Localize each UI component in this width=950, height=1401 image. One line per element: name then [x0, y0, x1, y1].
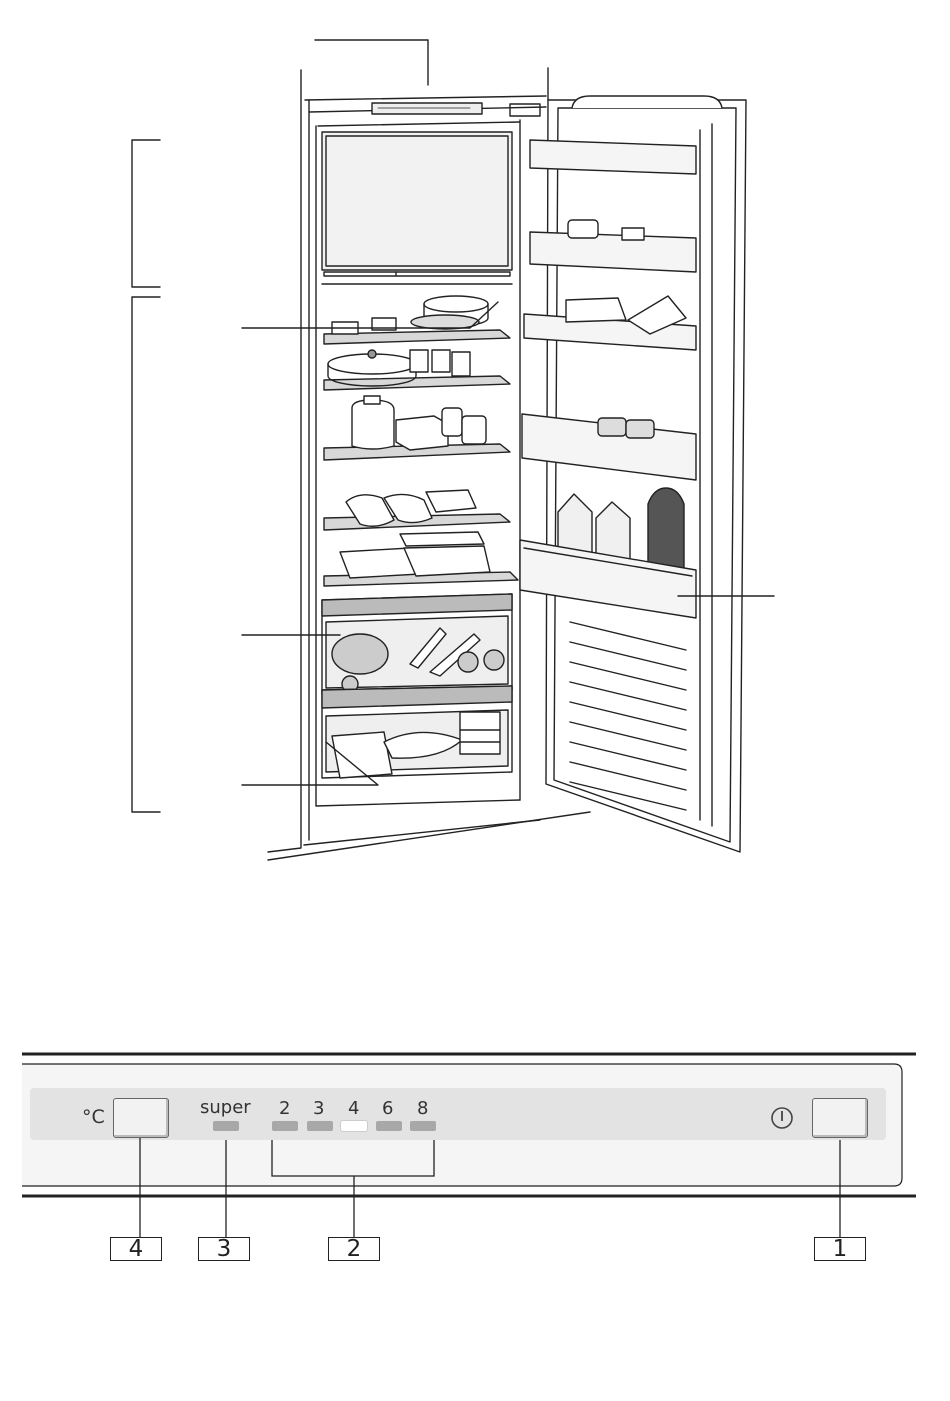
cabinet-floor	[268, 812, 590, 860]
crisper-drawer-lower	[322, 686, 512, 778]
control-strip	[372, 103, 482, 114]
super-indicator	[213, 1121, 239, 1131]
cabinet-side-left	[268, 70, 301, 852]
setting-digit-2: 2	[279, 1098, 290, 1119]
setting-indicator-4	[341, 1121, 367, 1131]
setting-digit-4: 4	[348, 1098, 359, 1119]
fridge-door	[520, 96, 746, 852]
temperature-button[interactable]	[113, 1098, 169, 1138]
power-button[interactable]	[812, 1098, 868, 1138]
food-shelf-5	[340, 532, 490, 578]
door-shelf-1	[530, 140, 696, 174]
setting-indicator-3	[307, 1121, 333, 1131]
setting-indicator-8	[410, 1121, 436, 1131]
super-label: super	[200, 1097, 251, 1118]
callout-4: 4	[110, 1237, 162, 1261]
setting-indicator-2	[272, 1121, 298, 1131]
callout-line-top	[315, 40, 428, 85]
callout-1: 1	[814, 1237, 866, 1261]
bracket-freezer	[132, 140, 160, 287]
crisper-drawer-upper	[322, 594, 512, 694]
food-shelf-3	[352, 396, 486, 450]
power-icon	[770, 1106, 794, 1130]
fridge-illustration	[0, 0, 950, 880]
freezer-compartment	[322, 132, 512, 276]
callout-3: 3	[198, 1237, 250, 1261]
setting-digit-6: 6	[382, 1098, 393, 1119]
setting-digit-8: 8	[417, 1098, 428, 1119]
setting-indicator-6	[376, 1121, 402, 1131]
bracket-fridge	[132, 297, 160, 812]
celsius-label: °C	[82, 1106, 105, 1128]
control-panel: °C super 2 3 4 6 8 4 3 2 1	[0, 1040, 950, 1280]
setting-digit-3: 3	[313, 1098, 324, 1119]
callout-2: 2	[328, 1237, 380, 1261]
